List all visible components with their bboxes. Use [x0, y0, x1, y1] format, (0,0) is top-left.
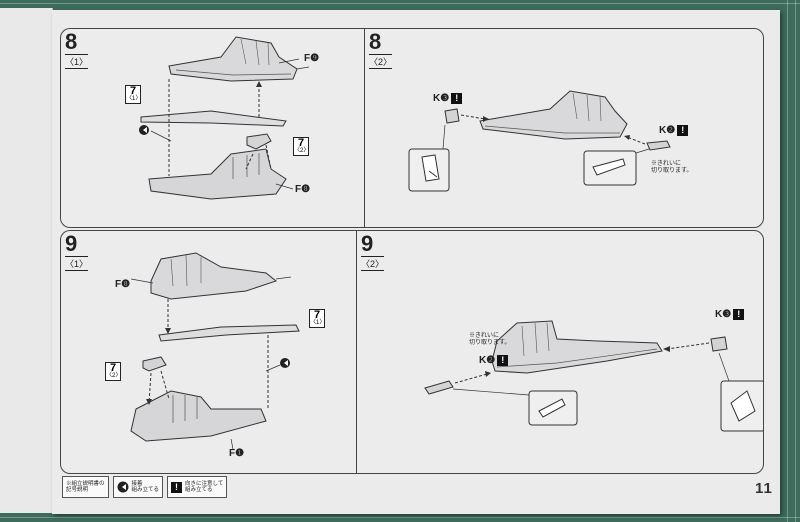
step-8-1-label: 8 〈1〉 — [65, 29, 89, 69]
step-8-2-diagram — [408, 90, 671, 192]
step-sub-number: 〈2〉 — [369, 54, 393, 69]
part-label-left: K❸! — [433, 93, 463, 104]
step-number: 8 — [369, 29, 382, 54]
previous-page-edge — [0, 8, 53, 513]
step-9-1-panel: 9 〈1〉 F — [60, 230, 357, 474]
step-9-2-panel: 9 〈2〉 K❷! K❸! ※きれいに 切 — [356, 230, 764, 474]
instruction-page: 8 〈1〉 — [52, 10, 780, 514]
reference-step-box: 7 〈1〉 — [125, 85, 142, 104]
cut-cleanly-note: ※きれいに 切り取ります。 — [469, 333, 511, 346]
step-8-1-diagram — [139, 36, 310, 200]
legend-glue-box: 接着 組み立てる — [112, 476, 164, 498]
page-number: 11 — [755, 480, 773, 497]
caution-icon: ! — [171, 481, 183, 493]
reference-step-box: 7 〈2〉 — [293, 137, 310, 156]
legend-caution-box: ! 向きに注意して 組み立てる — [167, 476, 228, 498]
part-label-top: F❽ — [115, 279, 131, 290]
step-sub-number: 〈1〉 — [65, 256, 89, 271]
step-8-2-panel: 8 〈2〉 K❸! K❷! ※きれいに — [364, 28, 764, 228]
glue-icon — [117, 481, 129, 493]
part-label-left: K❷! — [479, 355, 509, 366]
reference-step-box: 7 〈1〉 — [309, 309, 326, 328]
caution-icon: ! — [733, 309, 745, 320]
step-8-1-panel: 8 〈1〉 — [60, 28, 365, 228]
cut-cleanly-note: ※きれいに 切り取ります。 — [651, 161, 693, 174]
part-label-bottom: F❽ — [295, 184, 311, 195]
caution-icon: ! — [497, 355, 509, 366]
step-9-1-diagram — [130, 252, 300, 450]
caution-icon: ! — [677, 125, 689, 136]
part-label-right: K❸! — [715, 309, 745, 320]
part-label-top: F❾ — [304, 53, 320, 64]
reference-step-box: 7 〈2〉 — [105, 362, 122, 381]
step-8-2-label: 8 〈2〉 — [369, 29, 393, 69]
step-sub-number: 〈2〉 — [361, 256, 385, 271]
step-number: 9 — [65, 231, 78, 256]
caution-icon: ! — [451, 93, 463, 104]
step-9-2-label: 9 〈2〉 — [361, 231, 385, 271]
step-9-1-label: 9 〈1〉 — [65, 231, 89, 271]
legend-title-box: ※組立説明書の 記号説明 — [62, 476, 109, 498]
step-sub-number: 〈1〉 — [65, 54, 89, 69]
part-label-bottom: F❶ — [229, 448, 245, 459]
step-9-2-diagram — [424, 320, 763, 432]
step-number: 9 — [361, 231, 374, 256]
step-number: 8 — [65, 29, 78, 54]
part-label-right: K❷! — [659, 125, 689, 136]
symbol-legend: ※組立説明書の 記号説明 接着 組み立てる ! 向きに注意して 組み立てる — [62, 476, 228, 498]
